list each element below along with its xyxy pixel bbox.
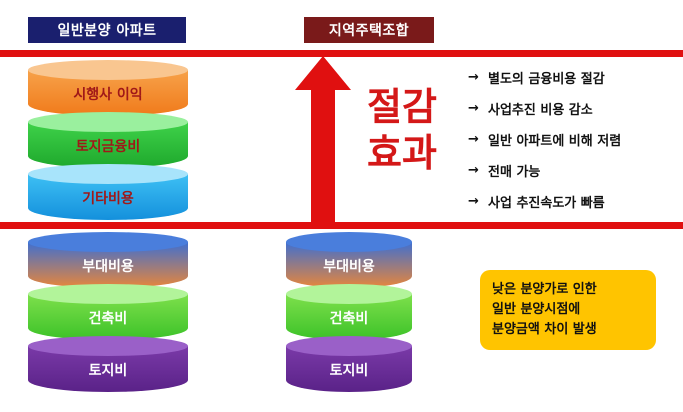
right-arrow-icon: → bbox=[468, 70, 479, 85]
list-item: → 일반 아파트에 비해 저렴 bbox=[468, 124, 680, 155]
cylinder-land-finance: 토지금융비 bbox=[28, 112, 188, 168]
right-arrow-icon: → bbox=[468, 132, 479, 147]
cylinder-label: 토지금융비 bbox=[75, 139, 141, 155]
cylinder-developer-profit: 시행사 이익 bbox=[28, 60, 188, 116]
cylinder-left-construction: 건축비 bbox=[28, 284, 188, 340]
cylinder-label: 건축비 bbox=[88, 311, 128, 327]
cylinder-label: 부대비용 bbox=[82, 259, 134, 275]
benefit-text: 별도의 금융비용 절감 bbox=[488, 72, 605, 87]
up-arrow-icon bbox=[295, 56, 351, 224]
left-title-box: 일반분양 아파트 bbox=[28, 17, 186, 43]
benefit-list: → 별도의 금융비용 절감 → 사업추진 비용 감소 → 일반 아파트에 비해 … bbox=[468, 62, 680, 217]
note-box: 낮은 분양가로 인한 일반 분양시점에 분양금액 차이 발생 bbox=[480, 270, 656, 350]
benefit-text: 사업추진 비용 감소 bbox=[488, 103, 593, 118]
savings-effect-label: 절감 효과 bbox=[362, 84, 442, 176]
list-item: → 사업 추진속도가 빠름 bbox=[468, 186, 680, 217]
cylinder-left-incidental: 부대비용 bbox=[28, 232, 188, 288]
list-item: → 전매 가능 bbox=[468, 155, 680, 186]
right-arrow-icon: → bbox=[468, 163, 479, 178]
note-line-1: 낮은 분양가로 인한 bbox=[492, 282, 597, 297]
cylinder-right-construction: 건축비 bbox=[286, 284, 412, 340]
cylinder-label: 기타비용 bbox=[82, 191, 134, 207]
benefit-text: 전매 가능 bbox=[488, 165, 541, 180]
right-arrow-icon: → bbox=[468, 101, 479, 116]
cylinder-label: 부대비용 bbox=[323, 259, 375, 275]
note-line-3: 분양금액 차이 발생 bbox=[492, 322, 597, 337]
cylinder-label: 시행사 이익 bbox=[73, 87, 143, 103]
right-title-box: 지역주택조합 bbox=[304, 17, 434, 43]
cylinder-label: 토지비 bbox=[329, 363, 369, 379]
note-line-2: 일반 분양시점에 bbox=[492, 302, 581, 317]
list-item: → 별도의 금융비용 절감 bbox=[468, 62, 680, 93]
cylinder-right-incidental: 부대비용 bbox=[286, 232, 412, 288]
benefit-text: 일반 아파트에 비해 저렴 bbox=[488, 134, 622, 149]
cylinder-other-costs: 기타비용 bbox=[28, 164, 188, 220]
cylinder-label: 토지비 bbox=[88, 363, 128, 379]
bottom-divider-line bbox=[0, 222, 683, 229]
left-title: 일반분양 아파트 bbox=[57, 23, 157, 39]
effect-line-2: 효과 bbox=[367, 131, 437, 175]
effect-line-1: 절감 bbox=[367, 85, 437, 129]
cylinder-left-land: 토지비 bbox=[28, 336, 188, 392]
top-divider-line bbox=[0, 50, 683, 57]
right-arrow-icon: → bbox=[468, 194, 479, 209]
right-title: 지역주택조합 bbox=[328, 23, 410, 39]
cylinder-label: 건축비 bbox=[329, 311, 369, 327]
benefit-text: 사업 추진속도가 빠름 bbox=[488, 196, 605, 211]
list-item: → 사업추진 비용 감소 bbox=[468, 93, 680, 124]
cylinder-right-land: 토지비 bbox=[286, 336, 412, 392]
